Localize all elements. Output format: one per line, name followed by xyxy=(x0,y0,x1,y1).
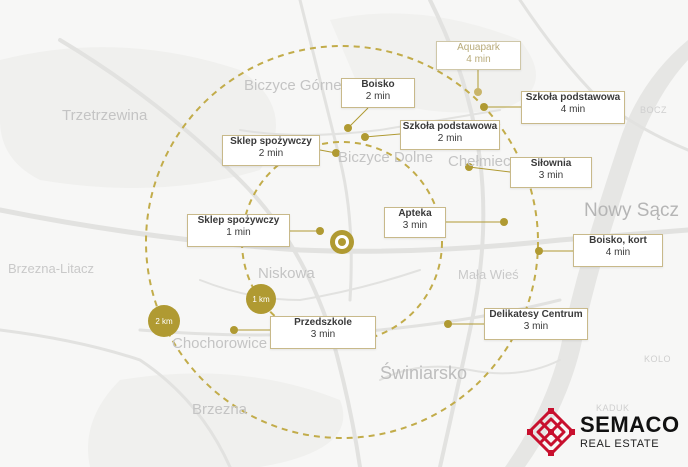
poi-card-sklep-spozywczy-2min[interactable]: Sklep spożywczy 2 min xyxy=(222,135,320,166)
poi-dot-sklep-2 xyxy=(332,149,340,157)
poi-dot-przedszkole xyxy=(230,326,238,334)
poi-dot-boisko xyxy=(344,124,352,132)
radius-ring-2km xyxy=(145,45,539,439)
poi-card-boisko-kort[interactable]: Boisko, kort 4 min xyxy=(573,234,663,267)
place-swiniarsko: Świniarsko xyxy=(380,363,468,383)
place-brzezna-litacz: Brzezna-Litacz xyxy=(8,261,94,276)
poi-card-apteka[interactable]: Apteka 3 min xyxy=(384,207,446,238)
poi-dot-delikatesy xyxy=(444,320,452,328)
poi-dot-boisko-kort xyxy=(535,247,543,255)
place-nowy-sacz: Nowy Sącz xyxy=(584,200,680,221)
poi-card-szkola-podstawowa-2min[interactable]: Szkoła podstawowa 2 min xyxy=(400,120,500,150)
poi-time: 4 min xyxy=(605,247,631,258)
poi-card-aquapark[interactable]: Aquapark 4 min xyxy=(436,41,521,70)
poi-dot-aquapark xyxy=(474,88,482,96)
poi-card-sklep-spozywczy-1min[interactable]: Sklep spożywczy 1 min xyxy=(187,214,290,247)
poi-time: 2 min xyxy=(365,91,391,102)
poi-name: Sklep spożywczy xyxy=(197,215,280,226)
logo-subtitle: REAL ESTATE xyxy=(580,438,660,450)
place-bocz: BOCZ xyxy=(640,105,668,115)
poi-dot-szkola-2 xyxy=(361,133,369,141)
place-kolo: KOLO xyxy=(644,354,672,364)
radius-label-1km: 1 km xyxy=(246,284,276,314)
place-trzetrzewina: Trzetrzewina xyxy=(62,107,148,124)
poi-dot-sklep-1 xyxy=(316,227,324,235)
logo-brand-name: SEMACO xyxy=(580,412,680,437)
terrain-patch xyxy=(0,47,276,189)
poi-name: Delikatesy Centrum xyxy=(489,309,583,320)
poi-dot-apteka xyxy=(500,218,508,226)
place-biczyce-dolne: Biczyce Dolne xyxy=(338,149,434,166)
place-chochorowice: Chochorowice xyxy=(172,335,268,352)
semaco-logo[interactable]: SEMACO REAL ESTATE xyxy=(526,404,682,460)
poi-time: 1 min xyxy=(226,227,251,238)
place-brzezna: Brzezna xyxy=(192,401,248,418)
poi-time: 3 min xyxy=(538,170,564,181)
poi-card-boisko[interactable]: Boisko 2 min xyxy=(341,78,415,108)
place-biczyce-gorne: Biczyce Górne xyxy=(244,77,342,94)
poi-card-przedszkole[interactable]: Przedszkole 3 min xyxy=(270,316,376,349)
poi-time: 3 min xyxy=(402,220,428,231)
poi-dot-silownia xyxy=(465,163,473,171)
poi-name: Siłownia xyxy=(530,158,572,169)
place-niskowa: Niskowa xyxy=(258,265,315,282)
poi-time: 4 min xyxy=(466,54,491,65)
poi-card-silownia[interactable]: Siłownia 3 min xyxy=(510,157,592,188)
location-marker xyxy=(330,230,354,254)
place-chelmiec: Chełmiec xyxy=(448,153,511,170)
poi-name: Przedszkole xyxy=(294,317,352,328)
poi-card-szkola-podstawowa-4min[interactable]: Szkoła podstawowa 4 min xyxy=(521,91,625,124)
poi-name: Aquapark xyxy=(457,42,500,53)
poi-time: 4 min xyxy=(560,104,586,115)
place-mala-wies: Mała Wieś xyxy=(458,267,519,282)
poi-name: Szkoła podstawowa xyxy=(525,92,621,103)
poi-time: 3 min xyxy=(523,321,549,332)
poi-time: 2 min xyxy=(258,148,284,159)
poi-name: Boisko xyxy=(361,79,395,90)
poi-dot-szkola-1 xyxy=(480,103,488,111)
poi-name: Boisko, kort xyxy=(589,235,647,246)
poi-time: 2 min xyxy=(437,133,463,144)
poi-time: 3 min xyxy=(310,329,336,340)
poi-name: Szkoła podstawowa xyxy=(402,121,498,132)
poi-name: Apteka xyxy=(398,208,432,219)
poi-card-delikatesy-centrum[interactable]: Delikatesy Centrum 3 min xyxy=(484,308,588,340)
terrain-patch xyxy=(88,373,344,467)
place-kaduk: KADUK xyxy=(596,403,630,413)
radius-label-2km: 2 km xyxy=(148,305,180,337)
poi-dots xyxy=(230,88,543,334)
semaco-logo-mark-icon xyxy=(527,408,575,456)
poi-name: Sklep spożywczy xyxy=(230,136,312,147)
